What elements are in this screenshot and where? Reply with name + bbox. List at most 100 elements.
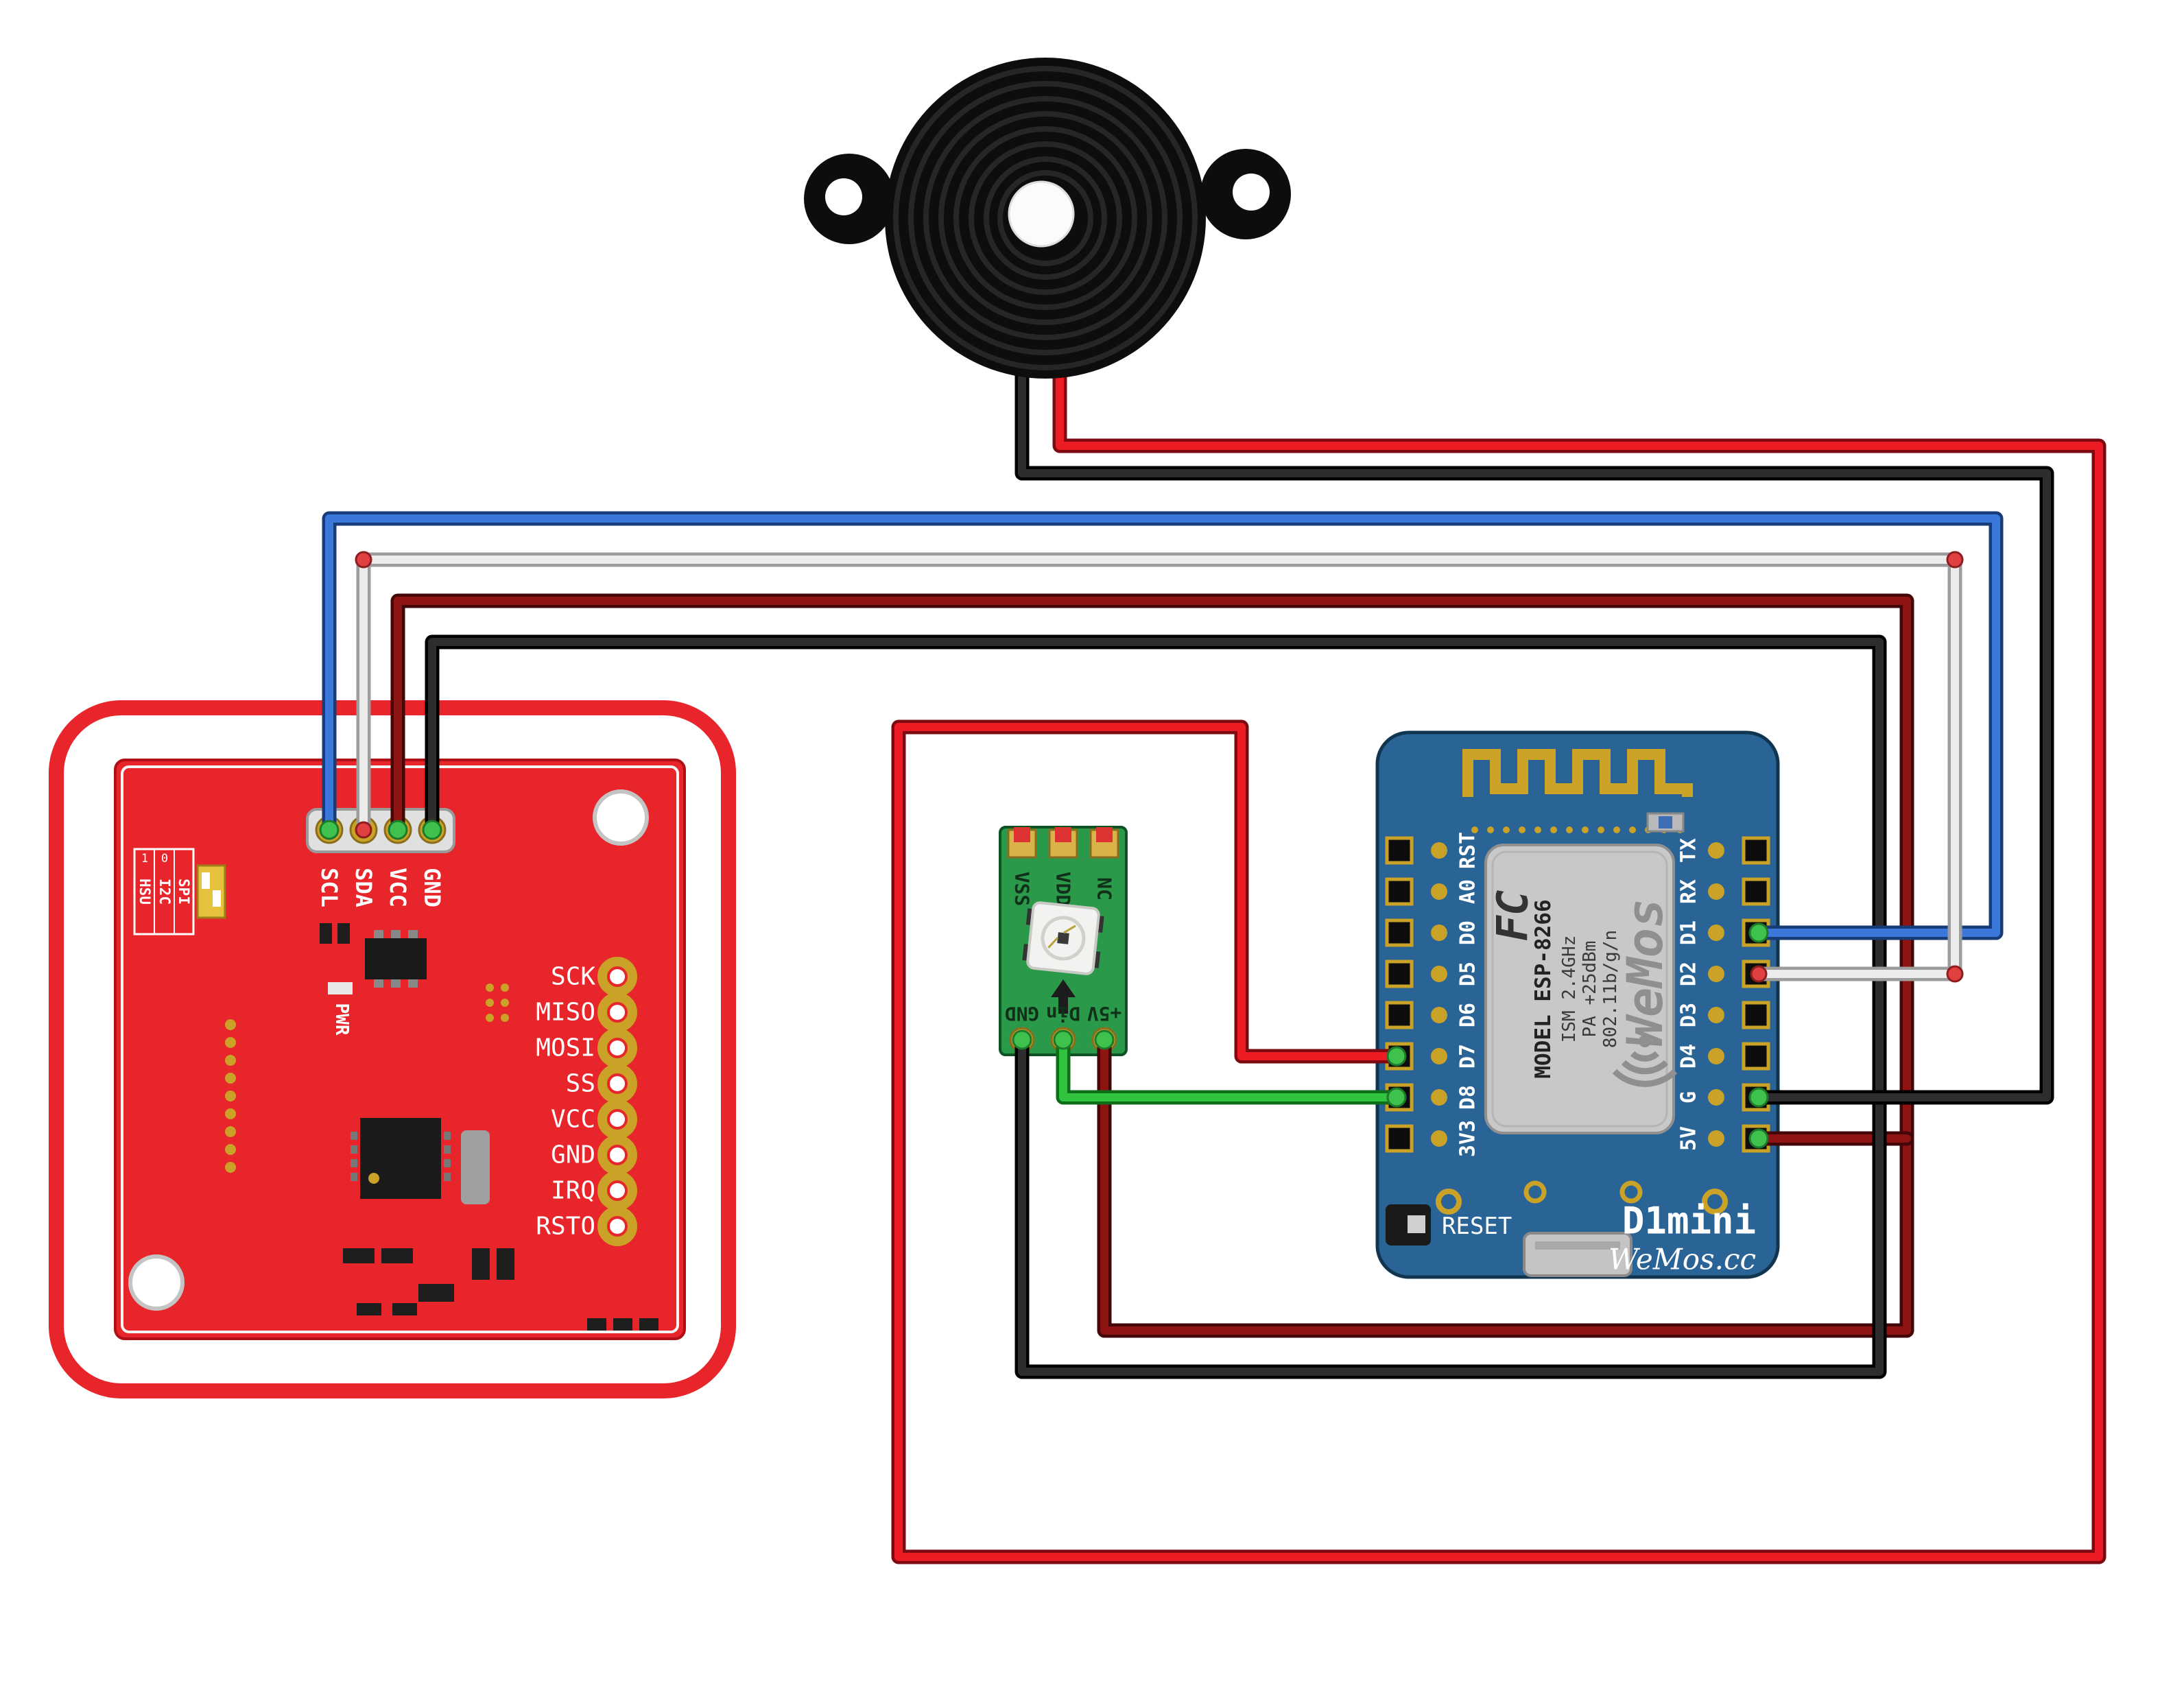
wifi-signal-icon: [1639, 1035, 1651, 1047]
d1mini-module: FC MODEL ESP-8266 ISM 2.4GHz PA +25dBm 8…: [1375, 730, 1780, 1279]
pin-label: G: [1677, 1091, 1701, 1104]
ws2812-led-module: VSS VDD NC GND Din +5V: [999, 826, 1128, 1056]
esp8266-shield-inner: [1491, 850, 1668, 1128]
usb-port-slot: [1535, 1241, 1620, 1250]
buzzer-grooves: [893, 66, 1198, 370]
mount-hole: [1436, 1189, 1462, 1215]
d1mini-left-labels: RST A0 D0 D5 D6 D7 D8 3V3: [1456, 832, 1480, 1157]
shield-wifi-text: 802.11b/g/n: [1600, 930, 1621, 1048]
pin-label: RX: [1677, 879, 1701, 904]
pin-label: SDA: [351, 868, 377, 907]
connection-dot: [1012, 1029, 1032, 1050]
pin-label: TX: [1677, 838, 1701, 863]
connection-dot: [1094, 1029, 1115, 1050]
shield-pa-text: PA +25dBm: [1580, 941, 1600, 1038]
mount-hole: [1619, 1180, 1643, 1204]
connection-dot: [1748, 1128, 1769, 1149]
pin-label: D8: [1456, 1085, 1480, 1110]
dip-row-label: HSU: [136, 879, 153, 905]
buzzer-mount-hole-left: [825, 178, 862, 215]
bend-dot: [1750, 965, 1768, 983]
reset-label: RESET: [1442, 1213, 1512, 1240]
mount-hole: [1702, 1189, 1728, 1215]
connection-dot: [1053, 1029, 1073, 1050]
pn532-via-column: [225, 1019, 236, 1173]
connection-dot: [422, 820, 442, 840]
wire-buzzer-red-core: [894, 353, 2103, 1561]
mount-hole: [1523, 1180, 1547, 1204]
pn532-main-chip: [360, 1118, 441, 1199]
pin-label: VCC: [551, 1106, 595, 1134]
wire-scl-blue-core: [325, 514, 2000, 937]
pin-label: +5V: [1087, 1003, 1122, 1025]
ws2812-led-package: [1022, 901, 1104, 975]
pin-label: D0: [1456, 920, 1480, 945]
pin-label: VCC: [385, 868, 411, 907]
pin-label: 5V: [1677, 1126, 1701, 1151]
esp8266-shield: [1484, 844, 1675, 1134]
wire-vcc-maroon-core: [394, 597, 1911, 1335]
shield-model-text: MODEL ESP-8266: [1531, 899, 1556, 1078]
pin-label: D5: [1456, 962, 1480, 986]
pwr-led: [328, 982, 353, 994]
piezo-buzzer: [804, 58, 1291, 379]
d1mini-left-pads: [1385, 836, 1447, 1153]
connection-dot: [1386, 1046, 1407, 1067]
pin-label: VDD: [1052, 872, 1075, 907]
wemos-logo: WeMos: [1612, 898, 1678, 1087]
wifi-antenna-trace: [1462, 749, 1693, 797]
connection-dot: [1386, 1087, 1407, 1108]
pin-label: RST: [1456, 832, 1480, 869]
led-top-pads: [1007, 827, 1119, 859]
pn532-components: [320, 923, 658, 1331]
pn532-mount-hole-bottom: [128, 1254, 185, 1311]
pin-label: MISO: [536, 999, 595, 1027]
buzzer-sound-hole: [1008, 180, 1075, 248]
smd-component: [1659, 816, 1672, 829]
dip-row-label: SPI: [176, 879, 192, 905]
pin-label: SS: [566, 1070, 595, 1098]
pin-label: D7: [1456, 1044, 1480, 1069]
pn532-side-holes: [597, 957, 637, 1246]
wires: [322, 349, 2106, 1564]
connection-dot: [388, 820, 408, 840]
dip-col-label: 0: [161, 852, 168, 866]
pin-label: VSS: [1011, 872, 1034, 907]
pn532-dip-switch: HSU I2C SPI 1 0: [133, 848, 226, 936]
pin-label: GND: [419, 868, 445, 907]
led-top-labels: VSS VDD NC: [1011, 872, 1116, 907]
connection-dots: [319, 551, 1964, 1149]
pin-label: SCK: [551, 963, 595, 991]
pin-label: D6: [1456, 1003, 1480, 1027]
brand-label: WeMos.cc: [1609, 1243, 1756, 1276]
pin-label: D4: [1677, 1044, 1701, 1069]
pin-label: MOSI: [536, 1034, 595, 1062]
wire-gnd-black-core: [428, 638, 1884, 1376]
board-name-label: D1mini: [1622, 1200, 1756, 1243]
connection-dot: [1748, 922, 1769, 943]
pin-label: 3V3: [1456, 1120, 1480, 1157]
pin-label: SCL: [316, 868, 342, 907]
direction-arrow-icon: [1051, 979, 1076, 1014]
dip-toggle: [213, 890, 221, 907]
pn532-header-block: [306, 808, 455, 853]
pin-label: IRQ: [551, 1177, 595, 1205]
connection-dot: [1748, 1087, 1769, 1108]
pn532-mount-hole-top: [593, 789, 649, 846]
pin-label: A0: [1456, 879, 1480, 904]
wemos-logo-text: WeMos: [1616, 898, 1674, 1047]
pin-label: D2: [1677, 962, 1701, 986]
pn532-side-labels: SCK MISO MOSI SS VCC GND IRQ RSTO: [536, 963, 595, 1241]
dip-toggle: [202, 872, 210, 889]
dip-row-label: I2C: [156, 879, 173, 905]
pn532-header-labels: SCL SDA VCC GND: [316, 868, 445, 907]
bend-dot: [355, 821, 372, 839]
pin-label: GND: [1005, 1003, 1040, 1025]
pin-label: NC: [1093, 877, 1116, 901]
connection-dot: [319, 820, 340, 840]
d1mini-right-labels: TX RX D1 D2 D3 D4 G 5V: [1677, 838, 1701, 1151]
reset-button-cap: [1408, 1215, 1425, 1233]
esp8266-shield-print: FC MODEL ESP-8266 ISM 2.4GHz PA +25dBm 8…: [1488, 890, 1678, 1087]
bend-dot: [1946, 965, 1964, 983]
pn532-crystal: [461, 1130, 490, 1204]
